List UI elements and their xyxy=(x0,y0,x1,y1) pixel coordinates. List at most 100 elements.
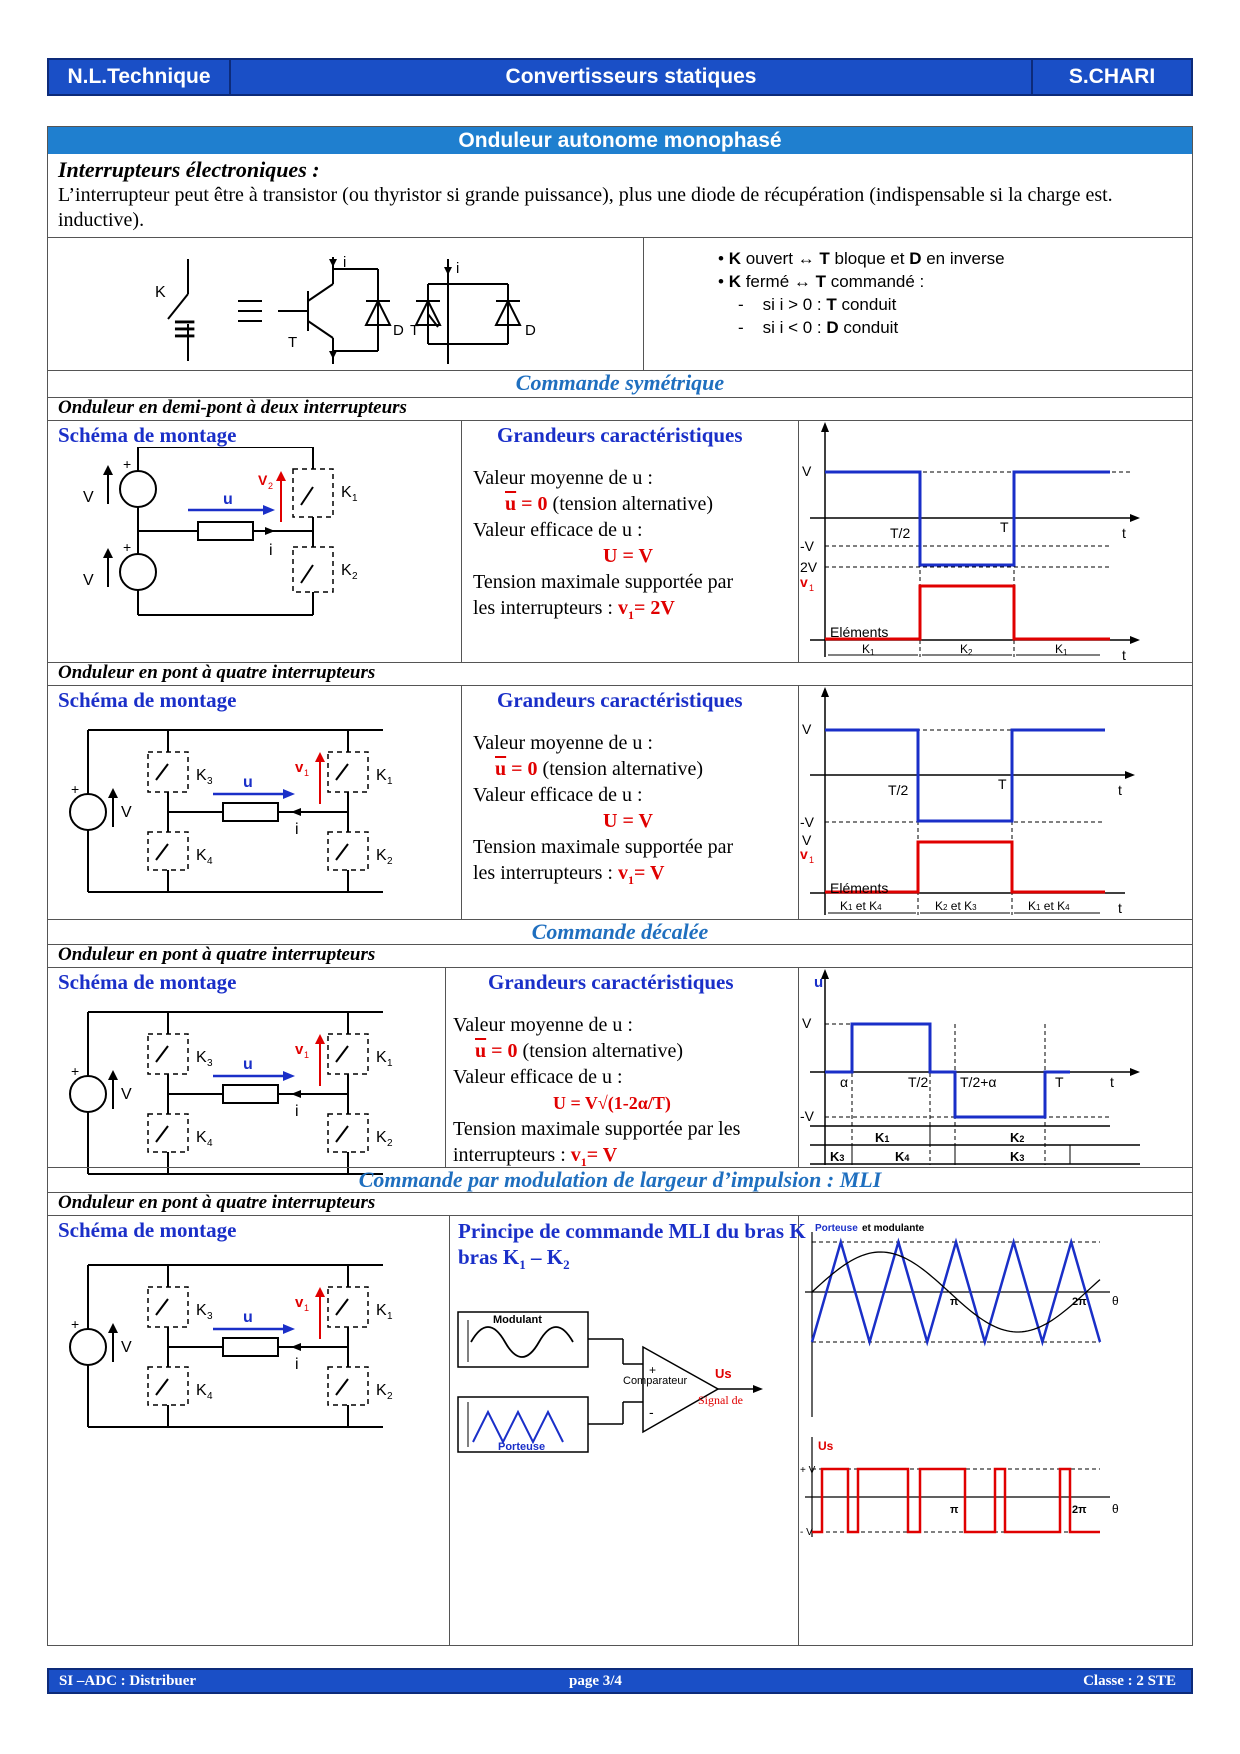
row2-grandeurs: Valeur moyenne de u : u = 0 (tension alt… xyxy=(473,732,734,887)
svg-text:Signal de: Signal de xyxy=(698,1393,743,1407)
row1-grandeurs: Valeur moyenne de u : u = 0 (tension alt… xyxy=(473,467,734,622)
svg-text:+: + xyxy=(71,1316,79,1332)
svg-text:1: 1 xyxy=(870,648,875,657)
svg-text:K3: K3 xyxy=(830,1149,844,1164)
wave-decalee: u V -V α T/2 T/2+α T t K1 K2 K3 K4 K3 xyxy=(800,969,1140,1165)
svg-text:+: + xyxy=(71,1063,79,1079)
svg-text:K: K xyxy=(376,847,387,864)
svg-text:K: K xyxy=(196,1382,207,1399)
svg-text:V: V xyxy=(121,1339,132,1356)
equiv-sign: ≡ xyxy=(173,307,197,351)
svg-text:V: V xyxy=(802,463,812,479)
mli-block-diagram: Modulant Porteuse Comparateur + - Us Sig… xyxy=(457,1311,763,1453)
wave-mli: Porteuse et modulante π 2π θ Us π 2π θ +… xyxy=(800,1223,1119,1538)
svg-text:v: v xyxy=(295,1294,304,1311)
svg-text:K1 et K4: K1 et K4 xyxy=(840,899,882,913)
svg-text:v: v xyxy=(295,1041,304,1058)
sym-k: K xyxy=(155,284,166,301)
svg-text:Us: Us xyxy=(715,1366,732,1381)
svg-text:T/2: T/2 xyxy=(908,1074,928,1090)
svg-text:2: 2 xyxy=(352,571,358,582)
svg-text:2: 2 xyxy=(387,856,393,867)
section-symetrique: Commande symétrique xyxy=(515,370,725,395)
svg-text:u: u xyxy=(223,491,233,508)
mli-principle-label: Principe de commande MLI du bras K xyxy=(458,1219,806,1243)
rule-4: - si i < 0 : D conduit xyxy=(738,318,899,337)
svg-text:V: V xyxy=(802,1015,812,1031)
svg-text:θ: θ xyxy=(1112,1294,1119,1308)
header-author: S.CHARI xyxy=(1068,65,1156,88)
svg-text:Comparateur: Comparateur xyxy=(623,1375,688,1387)
svg-text:V: V xyxy=(121,804,132,821)
svg-text:K: K xyxy=(376,1302,387,1319)
header-title: Convertisseurs statiques xyxy=(231,60,1033,94)
svg-text:i: i xyxy=(295,821,299,838)
mli-principle-label-2: bras K1 – K2 xyxy=(458,1245,570,1273)
svg-text:i: i xyxy=(269,542,273,559)
row3-grandeurs-label: Grandeurs caractéristiques xyxy=(488,970,734,994)
svg-text:+: + xyxy=(71,781,79,797)
svg-text:K: K xyxy=(960,642,968,656)
svg-text:1: 1 xyxy=(1063,648,1068,657)
sym-t2: T xyxy=(410,322,419,339)
svg-text:K: K xyxy=(196,847,207,864)
svg-text:3: 3 xyxy=(207,776,213,787)
svg-text:+: + xyxy=(649,1363,656,1377)
header-left: N.L.Technique xyxy=(49,60,231,94)
svg-text:t: t xyxy=(1122,647,1126,662)
row4-schema-label: Schéma de montage xyxy=(58,1218,237,1242)
svg-text:K3: K3 xyxy=(1010,1149,1024,1164)
svg-text:2π: 2π xyxy=(1072,1504,1087,1516)
svg-text:T/2+α: T/2+α xyxy=(960,1074,997,1090)
svg-text:2: 2 xyxy=(268,481,273,491)
svg-text:u: u xyxy=(243,1056,253,1073)
svg-text:α: α xyxy=(840,1074,848,1090)
svg-text:Porteuse: Porteuse xyxy=(498,1441,545,1453)
svg-text:K: K xyxy=(376,767,387,784)
switch-symbols: K T D T D i i xyxy=(155,254,536,364)
row2-schema-label: Schéma de montage xyxy=(58,688,237,712)
svg-text:K1: K1 xyxy=(875,1130,889,1145)
svg-text:T/2: T/2 xyxy=(890,525,910,541)
row1-title: Onduleur en demi-pont à deux interrupteu… xyxy=(58,397,407,418)
svg-text:1: 1 xyxy=(304,1050,309,1060)
row3-schema-label: Schéma de montage xyxy=(58,970,237,994)
switch-rules: • K ouvert ↔ T bloque et D en inverse • … xyxy=(718,247,1005,339)
svg-text:v: v xyxy=(295,759,304,776)
svg-text:+: + xyxy=(123,539,131,555)
svg-text:t: t xyxy=(1118,900,1122,916)
svg-text:1: 1 xyxy=(387,1058,393,1069)
svg-text:K2 et K3: K2 et K3 xyxy=(935,899,977,913)
sym-i2: i xyxy=(456,260,459,277)
rule-2: • K fermé ↔ T commandé : xyxy=(718,272,925,291)
svg-text:K: K xyxy=(376,1382,387,1399)
row1-grandeurs-label: Grandeurs caractéristiques xyxy=(497,423,743,447)
intro-heading: Interrupteurs électroniques : xyxy=(58,157,320,182)
us-wave xyxy=(812,1467,1100,1534)
svg-text:2V: 2V xyxy=(800,559,818,575)
svg-text:K: K xyxy=(1055,642,1063,656)
row3-title: Onduleur en pont à quatre interrupteurs xyxy=(58,944,376,965)
svg-text:i: i xyxy=(295,1103,299,1120)
svg-text:V: V xyxy=(802,832,812,848)
svg-text:1: 1 xyxy=(387,776,393,787)
content-frame: Onduleur autonome monophasé Interrupteur… xyxy=(47,126,1193,1646)
svg-text:1: 1 xyxy=(809,583,814,593)
svg-text:K: K xyxy=(341,562,352,579)
wave-fullbridge: V -V T/2 T t t V v 1 Eléments K1 et K4 K… xyxy=(800,687,1135,916)
svg-text:K: K xyxy=(196,767,207,784)
svg-text:t: t xyxy=(1110,1074,1114,1090)
svg-text:T: T xyxy=(1055,1074,1064,1090)
rule-1: • K ouvert ↔ T bloque et D en inverse xyxy=(718,249,1005,268)
svg-text:t: t xyxy=(1118,782,1122,798)
svg-text:-V: -V xyxy=(800,538,815,554)
svg-text:V: V xyxy=(121,1086,132,1103)
row4-title: Onduleur en pont à quatre interrupteurs xyxy=(58,1192,376,1213)
svg-text:K: K xyxy=(196,1302,207,1319)
svg-text:K2: K2 xyxy=(1010,1130,1024,1145)
svg-text:3: 3 xyxy=(207,1058,213,1069)
svg-text:2: 2 xyxy=(968,648,973,657)
